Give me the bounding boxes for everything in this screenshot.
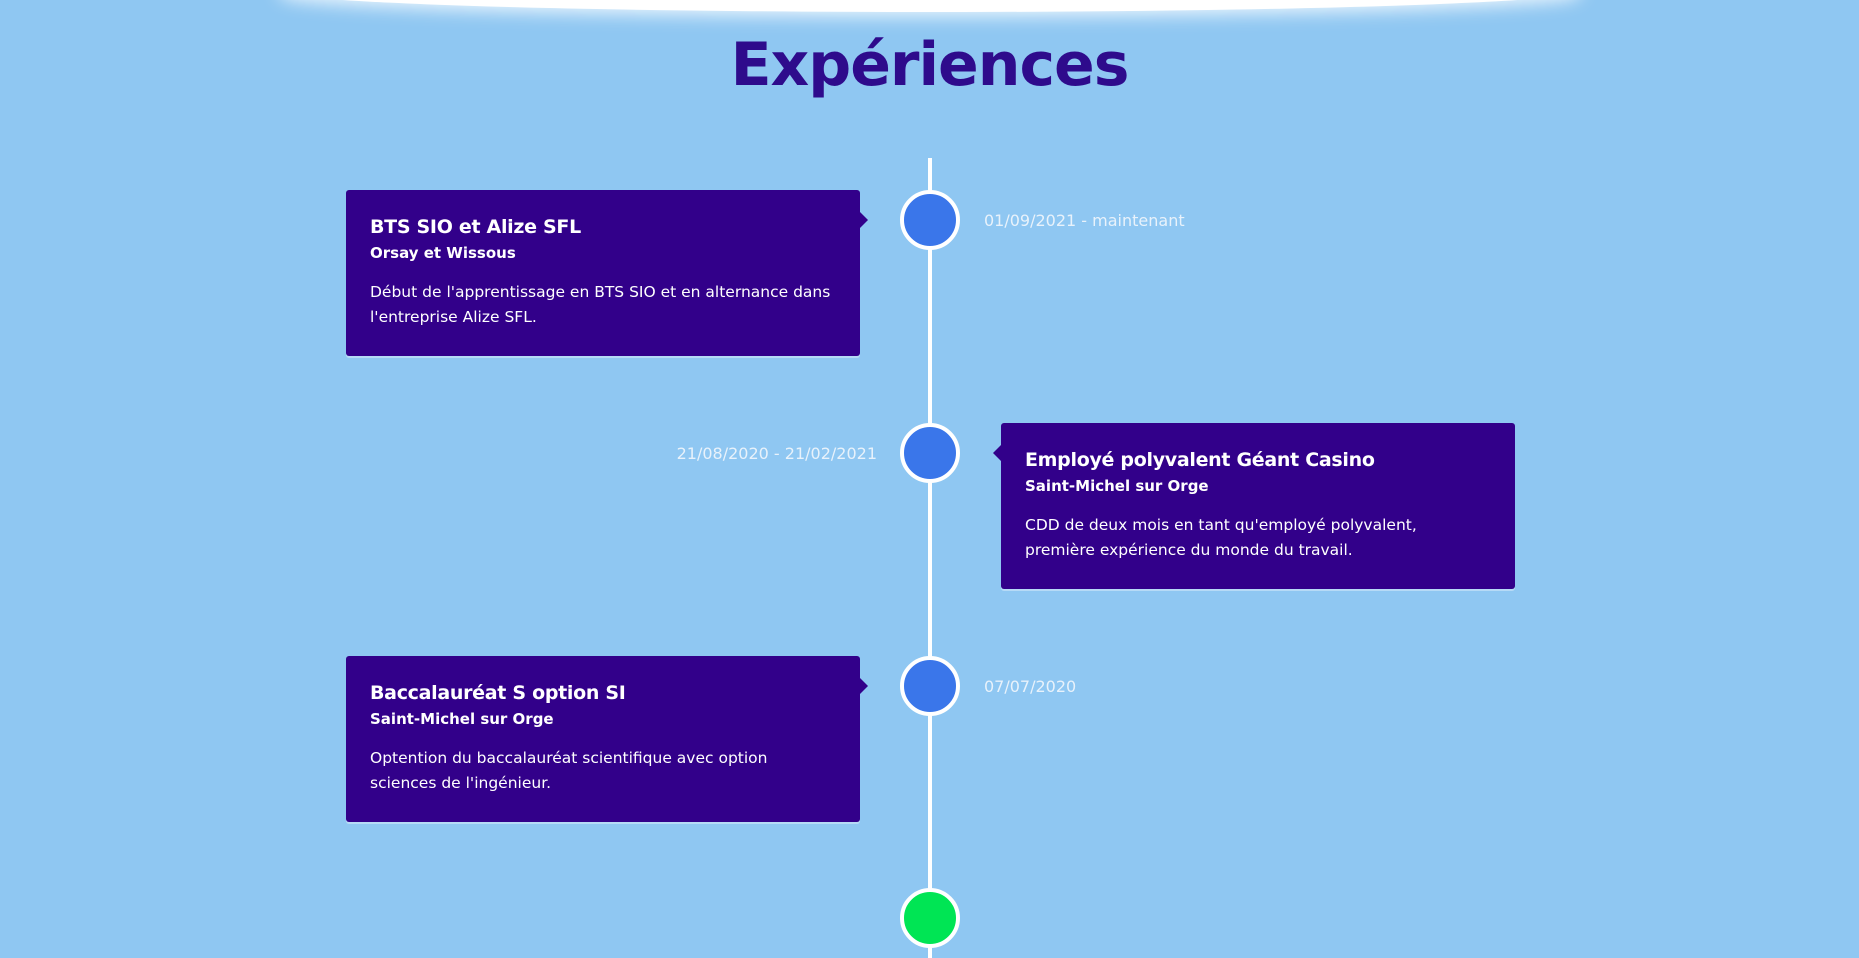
timeline-dot bbox=[900, 656, 960, 716]
experience-description: Optention du baccalauréat scientifique a… bbox=[370, 749, 768, 792]
header-curve-divider bbox=[280, 0, 1580, 12]
experience-date: 07/07/2020 bbox=[984, 677, 1077, 696]
experience-description: Début de l'apprentissage en BTS SIO et e… bbox=[370, 283, 831, 326]
experience-description: CDD de deux mois en tant qu'employé poly… bbox=[1025, 516, 1417, 559]
timeline-line bbox=[928, 158, 932, 958]
timeline-end-dot bbox=[900, 888, 960, 948]
experience-title: Employé polyvalent Géant Casino bbox=[1025, 449, 1375, 471]
experience-date: 01/09/2021 - maintenant bbox=[984, 211, 1185, 230]
timeline-dot bbox=[900, 423, 960, 483]
experience-title: Baccalauréat S option SI bbox=[370, 682, 626, 704]
experience-date: 21/08/2020 - 21/02/2021 bbox=[676, 444, 877, 463]
section-title: Expériences bbox=[730, 30, 1130, 100]
experience-location: Saint-Michel sur Orge bbox=[1025, 477, 1209, 495]
experience-title: BTS SIO et Alize SFL bbox=[370, 216, 581, 238]
experience-card: Employé polyvalent Géant Casino Saint-Mi… bbox=[993, 423, 1515, 589]
timeline-dot bbox=[900, 190, 960, 250]
experience-location: Orsay et Wissous bbox=[370, 244, 516, 262]
experience-location: Saint-Michel sur Orge bbox=[370, 710, 554, 728]
experience-card: Baccalauréat S option SI Saint-Michel su… bbox=[346, 656, 868, 822]
experience-card: BTS SIO et Alize SFL Orsay et Wissous Dé… bbox=[346, 190, 868, 356]
